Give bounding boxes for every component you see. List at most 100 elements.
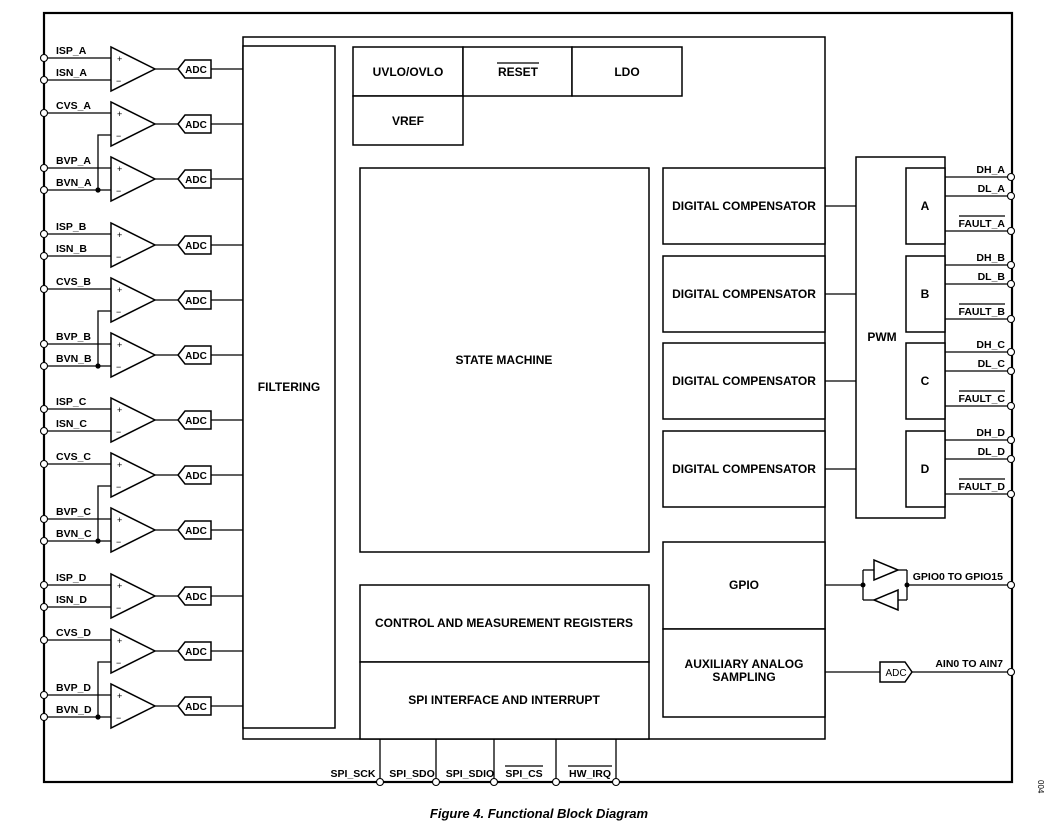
- vref-block: [352, 95, 464, 146]
- amp-minus-sign: −: [116, 252, 121, 262]
- digital-compensator-label: DIGITAL COMPENSATOR: [672, 462, 816, 476]
- pin-label-dl_c: DL_C: [978, 358, 1006, 370]
- amp-plus-sign: +: [117, 340, 122, 350]
- pin-dl_b: [1006, 279, 1016, 289]
- pin-label-isp_d: ISP_D: [56, 572, 87, 584]
- amplifier-A-2: [110, 100, 157, 148]
- pin-label-isn_a: ISN_A: [56, 67, 87, 79]
- pwm-channel-label: B: [921, 287, 930, 301]
- junction-dot: [95, 538, 101, 544]
- pin-label-isn_b: ISN_B: [56, 243, 87, 255]
- adc-label: ADC: [185, 65, 207, 76]
- amp-minus-sign: −: [116, 603, 121, 613]
- pin-label-cvs_d: CVS_D: [56, 627, 91, 639]
- cvs-reference-wire: [97, 134, 111, 190]
- pin-label-fault_b: FAULT_B: [959, 306, 1006, 318]
- pin-label-bvp_a: BVP_A: [56, 155, 91, 167]
- adc-label: ADC: [185, 471, 207, 482]
- pin-label-bvn_a: BVN_A: [56, 177, 92, 189]
- amplifier-A-3: [110, 155, 157, 203]
- amp-minus-sign: −: [116, 537, 121, 547]
- adc-label: ADC: [185, 296, 207, 307]
- reset-block: [462, 46, 573, 97]
- pin-isp_b: [39, 229, 49, 239]
- digital-compensator-4: [662, 430, 826, 508]
- amp-plus-sign: +: [117, 460, 122, 470]
- pin-spi_sdo: [431, 777, 441, 787]
- pin-label-cvs_a: CVS_A: [56, 100, 91, 112]
- amp-minus-sign: −: [116, 713, 121, 723]
- spi-interface-label: SPI INTERFACE AND INTERRUPT: [408, 693, 600, 707]
- amp-minus-sign: −: [116, 131, 121, 141]
- pin-label-isp_b: ISP_B: [56, 221, 87, 233]
- adc-label: ADC: [185, 120, 207, 131]
- digital-compensator-label: DIGITAL COMPENSATOR: [672, 287, 816, 301]
- pin-bvp_a: [39, 163, 49, 173]
- junction-dot: [95, 714, 101, 720]
- amp-plus-sign: +: [117, 285, 122, 295]
- adc-label: ADC: [185, 241, 207, 252]
- amp-plus-sign: +: [117, 581, 122, 591]
- pin-isn_a: [39, 75, 49, 85]
- pwm-channel-label: A: [921, 199, 930, 213]
- package-outline: [42, 11, 1014, 784]
- pin-spi_sdio: [489, 777, 499, 787]
- pin-cvs_d: [39, 635, 49, 645]
- amp-minus-sign: −: [116, 76, 121, 86]
- pin-isn_b: [39, 251, 49, 261]
- pin-bvp_d: [39, 690, 49, 700]
- control-registers-block: [359, 584, 650, 663]
- pin-dh_d: [1006, 435, 1016, 445]
- pin-label-bvn_c: BVN_C: [56, 528, 92, 540]
- digital-compensator-label: DIGITAL COMPENSATOR: [672, 374, 816, 388]
- gpio-output-buffer: [873, 558, 900, 582]
- adc-label: ADC: [185, 592, 207, 603]
- pin-label-cvs_b: CVS_B: [56, 276, 91, 288]
- junction-dot: [95, 363, 101, 369]
- amp-minus-sign: −: [116, 307, 121, 317]
- ldo-label: LDO: [614, 65, 639, 79]
- pin-label-dl_d: DL_D: [978, 446, 1006, 458]
- pin-label-isn_d: ISN_D: [56, 594, 87, 606]
- pwm-channel-a: [905, 167, 946, 245]
- amp-plus-sign: +: [117, 515, 122, 525]
- cvs-reference-wire: [97, 310, 111, 366]
- amp-plus-sign: +: [117, 109, 122, 119]
- pin-label-spi_sdo: SPI_SDO: [389, 768, 435, 780]
- pin-isp_d: [39, 580, 49, 590]
- pin-label-bvp_c: BVP_C: [56, 506, 91, 518]
- amplifier-A-1: [110, 45, 157, 93]
- pin-label-fault_a: FAULT_A: [959, 218, 1006, 230]
- pin-fault_b: [1006, 314, 1016, 324]
- state-machine-block: [359, 167, 650, 553]
- pin-label-dh_a: DH_A: [976, 164, 1005, 176]
- pin-bvn_d: [39, 712, 49, 722]
- pin-label-spi_sck: SPI_SCK: [331, 768, 376, 780]
- control-registers-label: CONTROL AND MEASUREMENT REGISTERS: [375, 616, 633, 630]
- cvs-reference-wire: [97, 485, 111, 541]
- pin-dh_c: [1006, 347, 1016, 357]
- amp-plus-sign: +: [117, 405, 122, 415]
- adc-label: ADC: [185, 175, 207, 186]
- amp-minus-sign: −: [116, 482, 121, 492]
- amplifier-C-3: [110, 506, 157, 554]
- pin-label-dh_d: DH_D: [976, 427, 1005, 439]
- pwm-channel-b: [905, 255, 946, 333]
- filtering-block: [242, 45, 336, 729]
- pin-label-fault_c: FAULT_C: [959, 393, 1006, 405]
- pin-hw_irq: [611, 777, 621, 787]
- pin-dh_b: [1006, 260, 1016, 270]
- amp-minus-sign: −: [116, 427, 121, 437]
- junction-dot: [95, 187, 101, 193]
- filtering-label: FILTERING: [258, 380, 320, 394]
- gpio-pin: [1006, 580, 1016, 590]
- ain-adc: [879, 661, 913, 683]
- amp-plus-sign: +: [117, 230, 122, 240]
- pin-label-isp_c: ISP_C: [56, 396, 87, 408]
- vref-label: VREF: [392, 114, 424, 128]
- amp-minus-sign: −: [116, 658, 121, 668]
- ain-pin: [1006, 667, 1016, 677]
- pin-isp_c: [39, 404, 49, 414]
- pin-cvs_c: [39, 459, 49, 469]
- ldo-block: [571, 46, 683, 97]
